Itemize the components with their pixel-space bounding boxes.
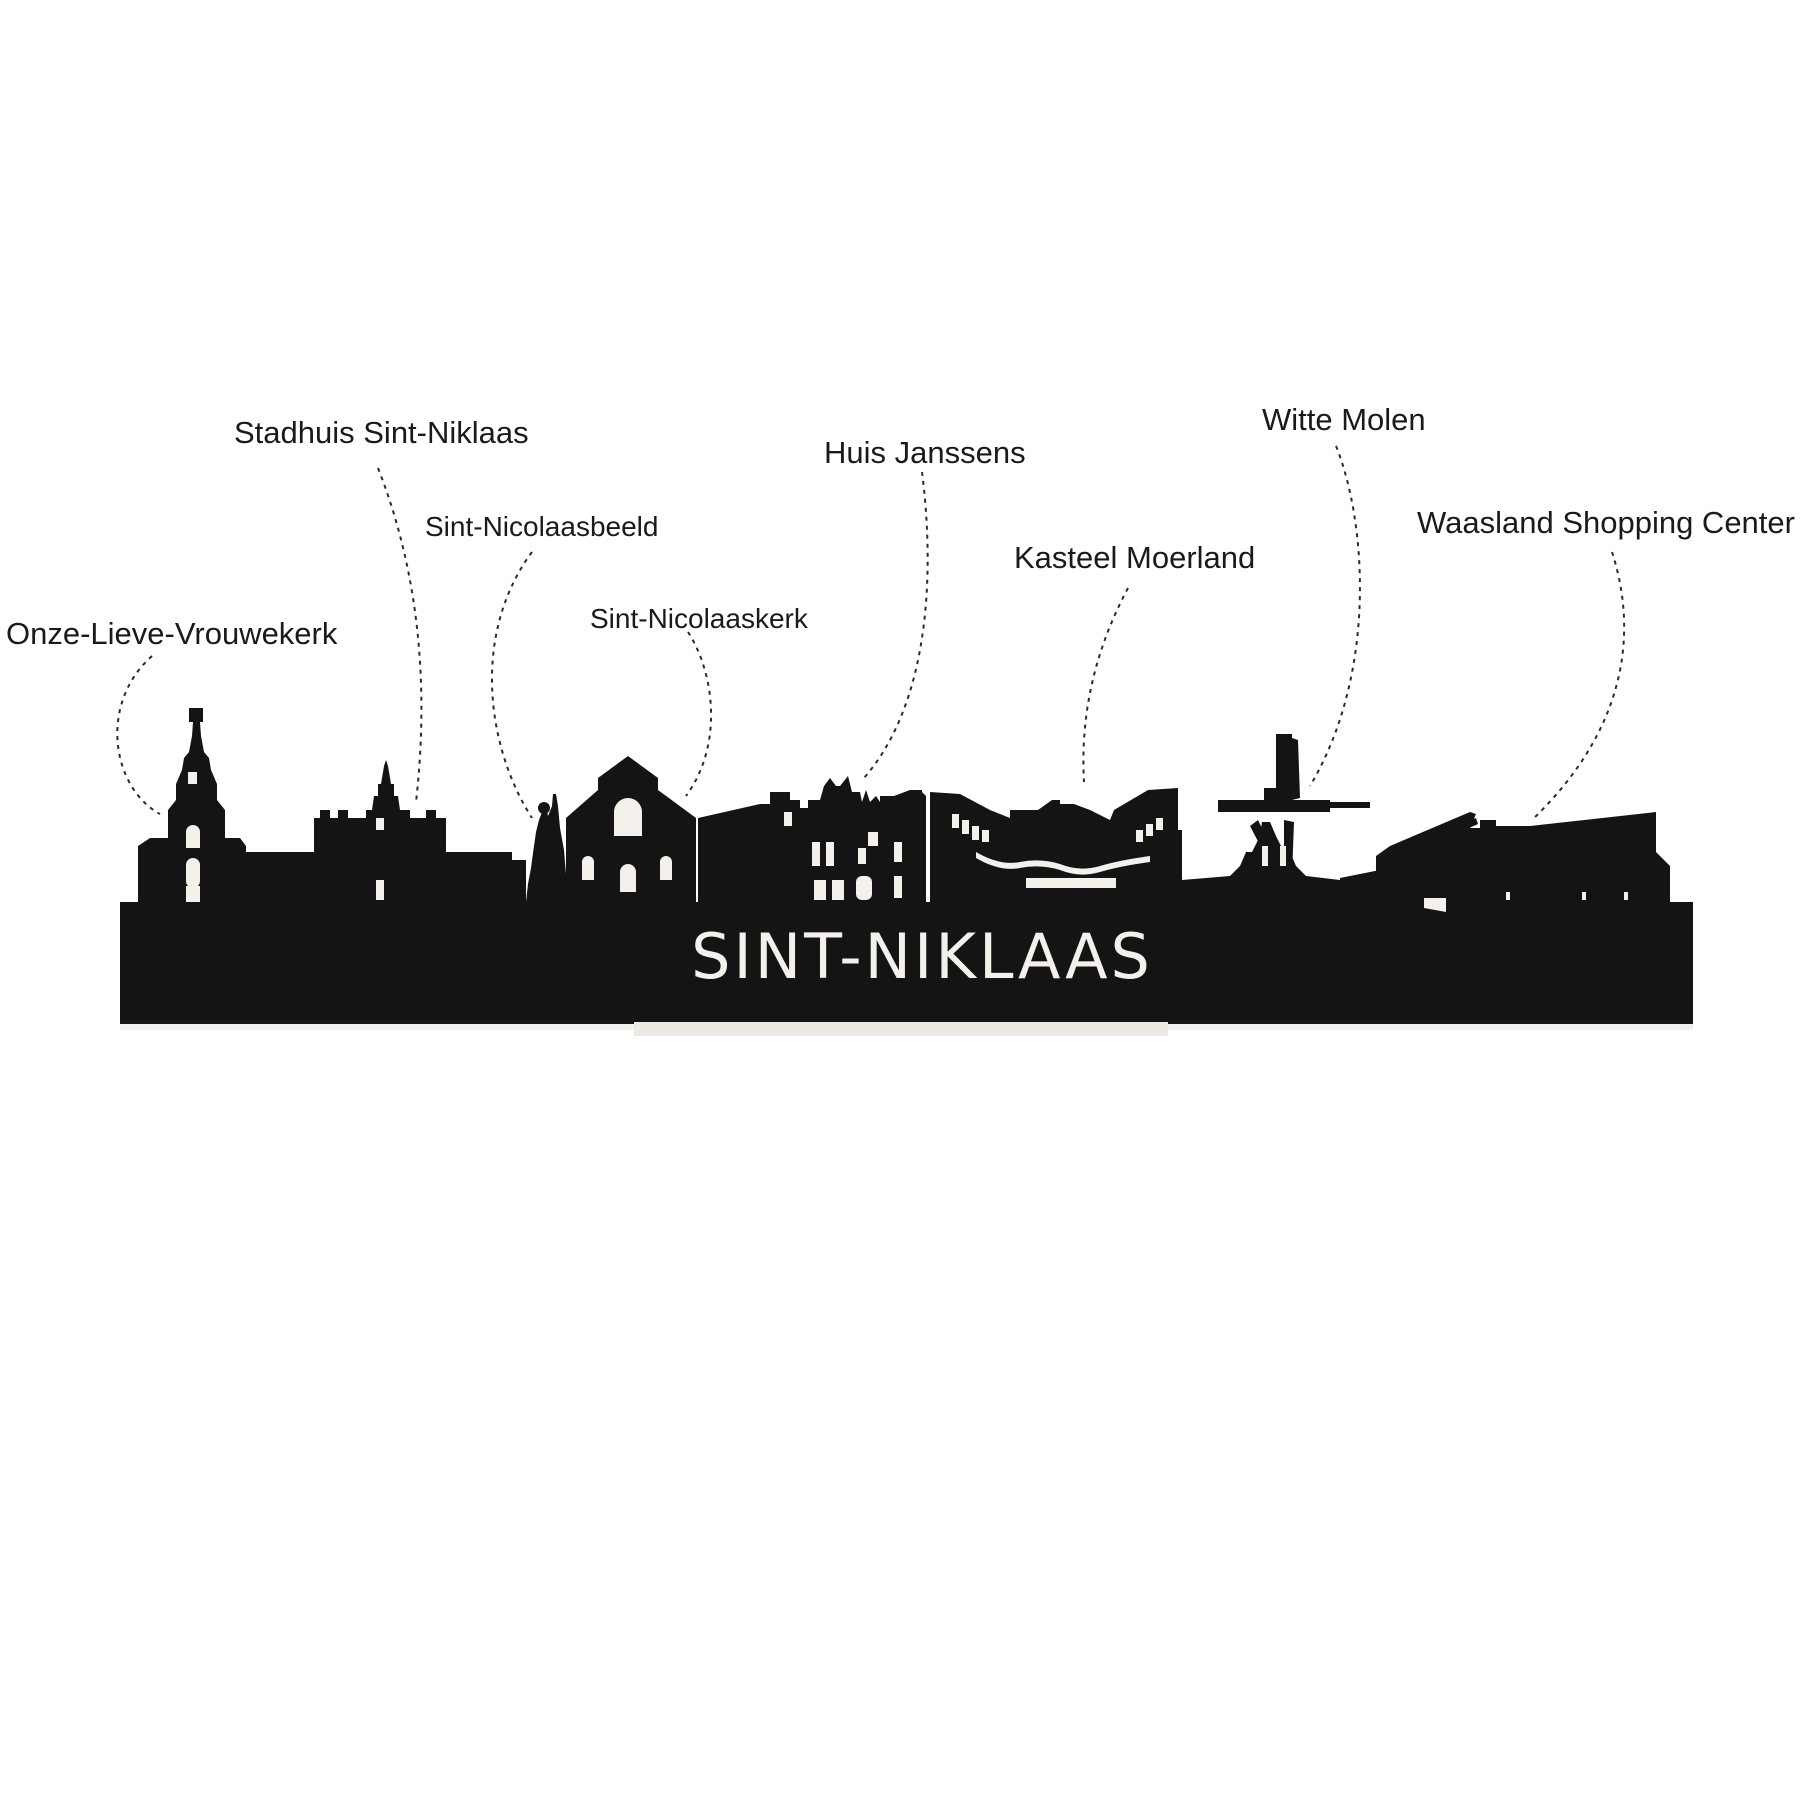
leader-line-waasland: [1531, 551, 1626, 821]
building-onze-lieve-vrouwekerk: [138, 708, 250, 902]
window: [186, 858, 200, 888]
base-shadow-left: [120, 1024, 634, 1030]
window: [894, 842, 902, 862]
window: [952, 814, 959, 828]
window: [812, 842, 820, 866]
window: [894, 876, 902, 898]
base-board: [120, 902, 1693, 1026]
leader-line-sint-nicolaaskerk: [685, 631, 712, 797]
window: [186, 886, 200, 902]
window: [826, 842, 834, 866]
window: [856, 876, 872, 900]
window: [1506, 892, 1510, 900]
display-stand: [634, 1022, 1168, 1036]
window: [868, 832, 878, 846]
building-kasteel-moerland: [930, 788, 1182, 902]
window: [982, 830, 989, 842]
leader-line-witte-molen: [1309, 445, 1361, 787]
window: [376, 818, 384, 830]
building-stadhuis-sint-niklaas: [314, 760, 526, 902]
building-huis-janssens: [698, 776, 926, 902]
building-waasland-shopping-center: [1376, 812, 1670, 902]
window: [614, 798, 642, 836]
landmark-labels: Onze-Lieve-Vrouwekerk Stadhuis Sint-Nikl…: [6, 402, 1795, 651]
window: [1624, 892, 1628, 900]
window: [376, 880, 384, 900]
window: [962, 820, 969, 834]
base-shadow-right: [1168, 1024, 1693, 1030]
wave-detail: [976, 852, 1150, 875]
window: [972, 826, 979, 840]
label-huis-janssens: Huis Janssens: [824, 435, 1026, 470]
window: [188, 772, 197, 784]
city-name: SINT-NIKLAAS: [691, 920, 1153, 993]
window: [832, 880, 844, 900]
label-onze-lieve-vrouwekerk: Onze-Lieve-Vrouwekerk: [6, 616, 338, 651]
bridge-detail: [1026, 878, 1116, 888]
building-witte-molen: [1182, 734, 1370, 902]
window: [1136, 830, 1143, 842]
window: [660, 856, 672, 880]
silhouette-cutouts: [186, 772, 1628, 912]
window: [1280, 846, 1286, 866]
building-sint-nicolaasbeeld: [526, 794, 568, 902]
label-witte-molen: Witte Molen: [1262, 402, 1426, 437]
window: [1156, 818, 1163, 830]
window: [1582, 892, 1586, 900]
window: [814, 880, 826, 900]
window: [582, 856, 594, 880]
leader-line-onze-lieve-vrouwekerk: [116, 655, 161, 815]
label-waasland-shopping-center: Waasland Shopping Center: [1417, 505, 1795, 540]
leader-line-stadhuis: [377, 467, 423, 803]
leader-line-kasteel-moerland: [1082, 587, 1129, 783]
window: [620, 864, 636, 892]
window: [1262, 846, 1268, 866]
window: [784, 812, 792, 826]
window: [1146, 824, 1153, 836]
window: [858, 848, 866, 864]
label-sint-nicolaaskerk: Sint-Nicolaaskerk: [590, 603, 809, 634]
label-sint-nicolaasbeeld: Sint-Nicolaasbeeld: [425, 511, 658, 542]
leader-line-sint-nicolaasbeeld: [491, 551, 533, 819]
building-low-house-1: [246, 852, 314, 902]
leader-line-huis-janssens: [863, 471, 929, 779]
leader-lines: [116, 445, 1626, 821]
label-kasteel-moerland: Kasteel Moerland: [1014, 540, 1255, 575]
window: [1424, 898, 1446, 912]
label-stadhuis: Stadhuis Sint-Niklaas: [234, 415, 529, 450]
window: [186, 825, 200, 848]
